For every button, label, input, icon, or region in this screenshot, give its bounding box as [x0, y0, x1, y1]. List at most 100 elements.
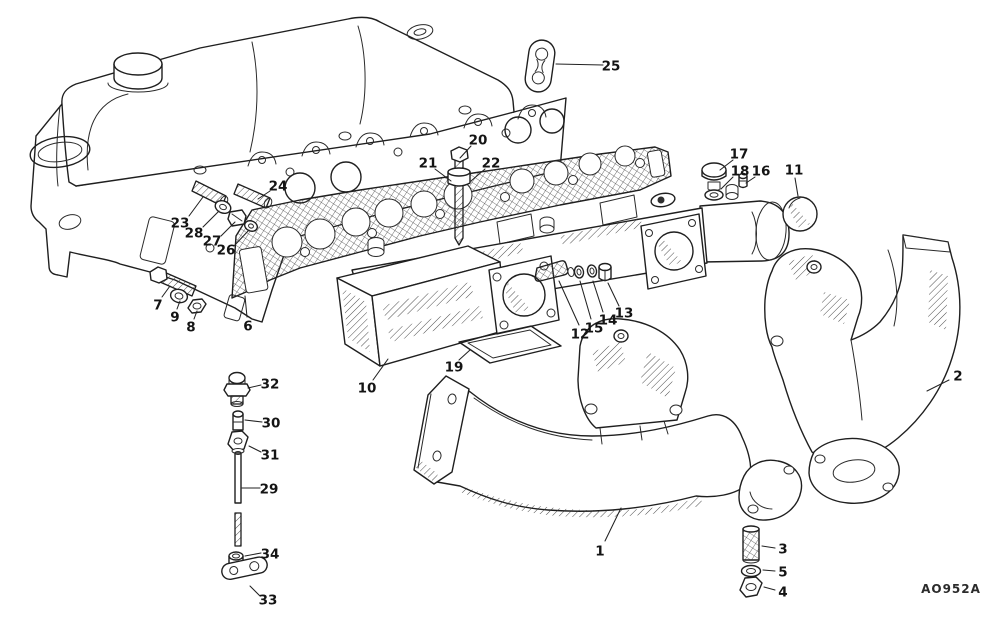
callout-leader-5 — [762, 569, 776, 572]
part-16-clip — [738, 172, 748, 189]
front-manifold-left-flange — [413, 375, 470, 485]
callout-leader-31 — [248, 445, 262, 453]
callout-leader-11 — [794, 177, 799, 197]
callout-15: 15 — [579, 280, 604, 337]
part-29-rod — [234, 451, 242, 504]
callout-33: 33 — [249, 585, 278, 609]
callout-label-6: 6 — [243, 319, 252, 335]
part-2-rear-exhaust-manifold — [764, 234, 961, 504]
callout-label-13: 13 — [615, 306, 634, 322]
part-14-washer — [586, 264, 598, 278]
callout-label-16: 16 — [752, 164, 771, 180]
callout-2: 2 — [926, 369, 963, 392]
callout-label-33: 33 — [259, 593, 278, 609]
callout-label-30: 30 — [262, 416, 281, 432]
part-28-washer — [214, 199, 232, 215]
callout-6: 6 — [243, 295, 253, 335]
callout-label-2: 2 — [953, 369, 962, 385]
callout-label-15: 15 — [585, 321, 604, 337]
part-27-nut — [227, 209, 247, 227]
callout-leader-23 — [188, 196, 204, 217]
part-11-core-plug-disc — [782, 196, 818, 232]
callout-leader-7 — [161, 285, 171, 298]
part-8-nut — [187, 298, 207, 314]
callout-19: 19 — [445, 349, 471, 376]
callout-leader-28 — [202, 210, 220, 228]
part-7-bolt — [149, 266, 197, 297]
part-1-front-exhaust-manifold — [413, 318, 803, 521]
callout-label-26: 26 — [217, 243, 236, 259]
callout-25: 25 — [555, 59, 621, 75]
callout-34: 34 — [244, 547, 279, 563]
callout-27: 27 — [203, 221, 236, 250]
callout-leader-34 — [244, 552, 262, 557]
part-4-nut — [739, 576, 763, 598]
callout-label-21: 21 — [419, 156, 438, 172]
callout-31: 31 — [248, 445, 280, 464]
valve-cover-drawing — [61, 16, 515, 187]
manifold-runner-stubs — [496, 194, 638, 245]
front-manifold-centre-flange — [577, 318, 689, 445]
callout-leader-14 — [592, 280, 604, 313]
callout-label-25: 25 — [602, 59, 621, 75]
part-19-hot-spot-gasket — [458, 325, 562, 364]
callout-21: 21 — [419, 156, 452, 182]
callout-29: 29 — [241, 482, 278, 498]
callout-14: 14 — [592, 280, 618, 329]
head-side-oval — [58, 214, 82, 230]
callout-leader-21 — [434, 168, 452, 182]
oil-filler-cap-drawing — [107, 52, 169, 93]
cover-stamp-oval — [406, 24, 434, 40]
callout-leader-22 — [470, 168, 486, 182]
callout-label-14: 14 — [599, 313, 618, 329]
callout-label-12: 12 — [571, 327, 590, 343]
part-15-washer — [573, 265, 585, 279]
callout-label-24: 24 — [269, 179, 288, 195]
part-18-washer — [704, 189, 724, 201]
callout-label-18: 18 — [731, 164, 750, 180]
callout-16: 16 — [745, 164, 771, 184]
callout-leader-8 — [193, 310, 198, 320]
part-17-plug — [701, 162, 727, 192]
callout-leader-3 — [761, 545, 776, 549]
callout-5: 5 — [762, 565, 788, 581]
part-21-stud — [447, 146, 471, 246]
part-31-nut — [227, 430, 249, 454]
callout-label-3: 3 — [778, 542, 787, 558]
part-32-fitting — [223, 371, 251, 407]
callout-leader-32 — [247, 384, 262, 389]
front-manifold-outlet-flange — [738, 459, 803, 521]
callout-leader-33 — [249, 585, 261, 597]
callout-label-20: 20 — [469, 133, 488, 149]
callout-label-10: 10 — [358, 381, 377, 397]
part-12-spring — [534, 260, 569, 282]
callout-leader-17 — [719, 159, 734, 171]
callout-leader-10 — [372, 358, 389, 381]
callout-10: 10 — [358, 358, 389, 397]
callout-leader-13 — [607, 282, 620, 307]
callout-leader-9 — [176, 300, 181, 310]
callout-label-31: 31 — [261, 448, 280, 464]
callout-8: 8 — [186, 310, 198, 336]
callout-leader-24 — [257, 190, 271, 200]
callout-24: 24 — [257, 179, 288, 200]
callout-label-8: 8 — [186, 320, 195, 336]
callout-leader-12 — [558, 280, 580, 326]
callout-leader-2 — [926, 379, 950, 392]
part-9-washer — [169, 288, 189, 304]
callout-leader-30 — [244, 419, 263, 423]
part-13-nut — [598, 262, 612, 282]
callout-label-22: 22 — [482, 156, 501, 172]
part-30-stud — [232, 410, 244, 431]
manifold-top-stubs — [367, 184, 739, 257]
callout-leader-19 — [458, 349, 471, 361]
callout-label-9: 9 — [170, 310, 179, 326]
head-water-outlet — [29, 135, 91, 169]
callout-20: 20 — [459, 133, 488, 159]
callout-leader-18 — [720, 176, 734, 190]
callout-leader-25 — [555, 63, 604, 66]
callout-leader-4 — [763, 586, 776, 591]
part-10-intake-manifold — [336, 184, 790, 367]
